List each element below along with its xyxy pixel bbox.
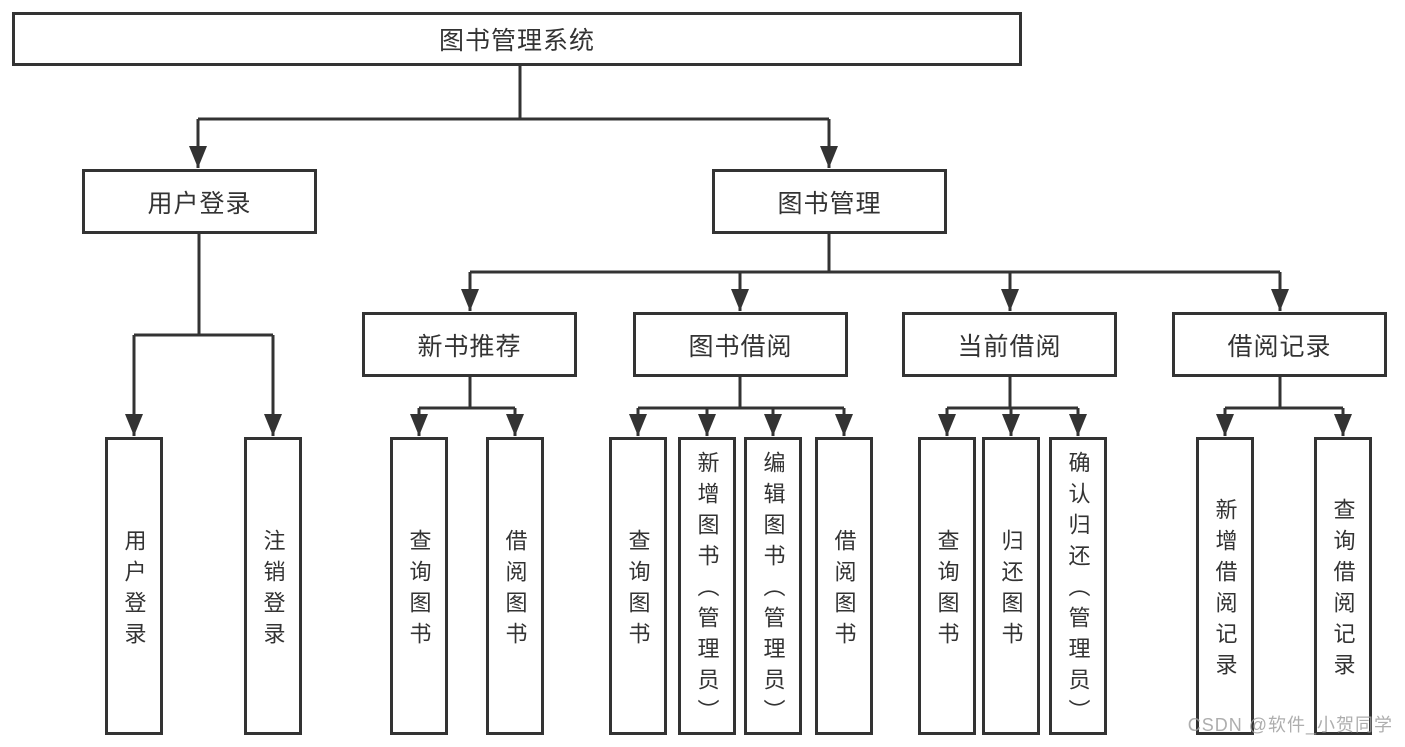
leaf-label: 查询借阅记录 [1330, 497, 1356, 684]
node-new-book-recommend: 新书推荐 [362, 312, 577, 377]
leaf-label: 查询图书 [625, 528, 651, 653]
leaf-label: 新增借阅记录 [1212, 497, 1238, 684]
connectors [125, 66, 1352, 436]
leaf-label: 借阅图书 [831, 528, 857, 653]
leaf-label: 查询图书 [934, 528, 960, 653]
leaf-records-query-record: 查询借阅记录 [1314, 437, 1372, 735]
leaf-current-confirm-return-admin: 确认归还（管理员） [1049, 437, 1107, 735]
leaf-user-login: 用户登录 [105, 437, 163, 735]
leaf-label: 确认归还（管理员） [1065, 451, 1091, 730]
node-book-management: 图书管理 [712, 169, 947, 234]
leaf-label: 借阅图书 [502, 528, 528, 653]
node-library-management-system: 图书管理系统 [12, 12, 1022, 66]
node-user-login: 用户登录 [82, 169, 317, 234]
leaf-label: 归还图书 [998, 528, 1024, 653]
leaf-label: 编辑图书（管理员） [760, 451, 786, 730]
leaf-logout: 注销登录 [244, 437, 302, 735]
leaf-borrow-add-book-admin: 新增图书（管理员） [678, 437, 736, 735]
node-borrow-records: 借阅记录 [1172, 312, 1387, 377]
leaf-current-query-book: 查询图书 [918, 437, 976, 735]
leaf-recommend-query-book: 查询图书 [390, 437, 448, 735]
leaf-borrow-edit-book-admin: 编辑图书（管理员） [744, 437, 802, 735]
leaf-records-add-record: 新增借阅记录 [1196, 437, 1254, 735]
leaf-label: 用户登录 [121, 528, 147, 653]
leaf-label: 注销登录 [260, 528, 286, 653]
node-current-borrow: 当前借阅 [902, 312, 1117, 377]
leaf-recommend-borrow-book: 借阅图书 [486, 437, 544, 735]
leaf-borrow-borrow-book: 借阅图书 [815, 437, 873, 735]
leaf-label: 新增图书（管理员） [694, 451, 720, 730]
csdn-watermark: CSDN @软件_小贺同学 [1187, 715, 1393, 735]
leaf-borrow-query-book: 查询图书 [609, 437, 667, 735]
leaf-label: 查询图书 [406, 528, 432, 653]
node-book-borrow: 图书借阅 [633, 312, 848, 377]
leaf-current-return-book: 归还图书 [982, 437, 1040, 735]
